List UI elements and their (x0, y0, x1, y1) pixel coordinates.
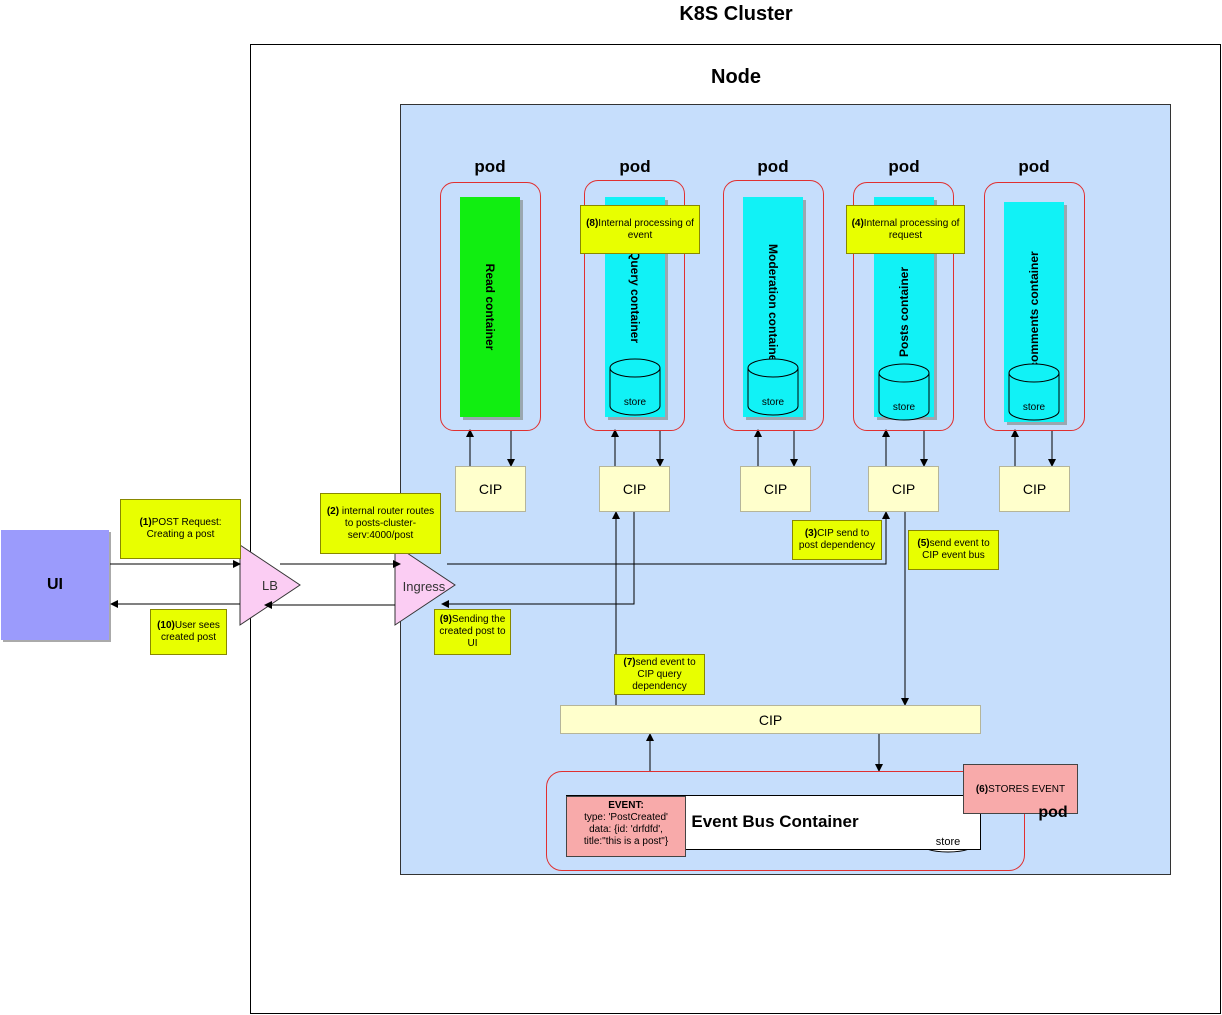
pod-label-query: pod (619, 157, 651, 176)
note-8-num: (8) (586, 217, 599, 229)
note-5-text: send event to CIP event bus (922, 538, 990, 561)
cip-label: CIP (478, 481, 503, 497)
note-7: (7)send event to CIP query dependency (614, 654, 705, 695)
event-note-line1: type: 'PostCreated' (584, 812, 668, 823)
note-3-num: (3) (804, 528, 818, 539)
pod-label-read: pod (474, 157, 506, 176)
cip-label: CIP (1022, 481, 1047, 497)
ui-label: UI (47, 576, 63, 593)
note-10-num: (10) (157, 620, 175, 631)
pod-read (440, 182, 541, 431)
note-9-num: (9) (439, 614, 452, 625)
posts-store-icon (878, 363, 930, 421)
query-store-label: store (623, 397, 647, 408)
cip-read: CIP (455, 466, 526, 512)
cip-label: CIP (758, 711, 783, 728)
note-1: (1)POST Request: Creating a post (120, 499, 241, 559)
note-6-num: (6) (975, 784, 989, 795)
note-8: (8)Internal processing of event (580, 205, 700, 254)
arrow-ingress-to-posts-cip (447, 511, 890, 565)
note-9: (9)Sending the created post to UI (434, 609, 511, 655)
cip-moderation: CIP (740, 466, 811, 512)
note-1-text: POST Request: Creating a post (146, 517, 222, 540)
pod-query (584, 180, 685, 431)
note-10: (10)User sees created post (150, 609, 227, 655)
pod-label-moderation: pod (757, 157, 789, 176)
note-2-num: (2) (326, 505, 340, 517)
cluster-frame (250, 44, 1221, 1014)
cluster-title: K8S Cluster (679, 3, 793, 25)
cip-query: CIP (599, 466, 670, 512)
pod-posts (853, 182, 954, 431)
query-store-icon (609, 358, 661, 416)
cip-posts: CIP (868, 466, 939, 512)
note-stores-event: (6)STORES EVENT (963, 764, 1078, 814)
moderation-store-label: store (761, 397, 785, 408)
note-7-text: send event to CIP query dependency (632, 656, 696, 692)
event-note: EVENT: type: 'PostCreated' data: {id: 'd… (566, 796, 686, 857)
node-title: Node (711, 66, 761, 88)
event-bus-store-label: store (935, 836, 961, 848)
note-2: (2) internal router routes to posts-clus… (320, 493, 441, 554)
arrow-query-cip-to-ingress (441, 512, 635, 608)
pod-event-bus (546, 771, 1025, 871)
note-2-text: internal router routes to posts-cluster-… (339, 505, 435, 541)
moderation-store-icon (747, 358, 799, 416)
cip-label: CIP (763, 481, 788, 497)
pod-label-comments: pod (1018, 157, 1050, 176)
cip-label: CIP (622, 481, 647, 497)
note-3-text: CIP send to post dependency (798, 528, 876, 551)
note-6-text: STORES EVENT (988, 784, 1066, 795)
ui-box: UI (1, 530, 109, 640)
note-7-num: (7) (623, 656, 636, 668)
read-container: Read container (460, 197, 520, 417)
lb-label: LB (262, 578, 278, 593)
event-bus-container-label: Event Bus Container (691, 812, 859, 831)
cip-event-bus: CIP (560, 705, 981, 734)
pod-comments (984, 182, 1085, 431)
event-note-line2: data: {id: 'drfdfd', (589, 824, 663, 835)
pod-label-posts: pod (888, 157, 920, 176)
comments-store-icon (1008, 363, 1060, 421)
cip-label: CIP (891, 481, 916, 497)
note-3: (3)CIP send to post dependency (792, 520, 882, 560)
posts-store-label: store (892, 402, 916, 413)
event-note-line3: title:"this is a post"} (583, 836, 669, 847)
note-4-text: Internal processing of request (863, 217, 960, 241)
note-8-text: Internal processing of event (598, 217, 694, 241)
note-1-num: (1) (139, 517, 152, 528)
note-5: (5)send event to CIP event bus (908, 530, 999, 570)
ingress-triangle (394, 544, 456, 626)
pod-moderation (723, 180, 824, 431)
note-4-num: (4) (851, 217, 864, 229)
note-4: (4)Internal processing of request (846, 205, 965, 254)
note-5-num: (5) (917, 538, 930, 549)
comments-store-label: store (1022, 402, 1046, 413)
ingress-label: Ingress (402, 579, 446, 594)
note-10-text: User sees created post (160, 620, 220, 643)
event-bus-pod-label: pod (1038, 804, 1068, 821)
cip-comments: CIP (999, 466, 1070, 512)
note-9-text: Sending the created post to UI (439, 614, 506, 649)
event-note-heading: EVENT: (608, 800, 644, 811)
